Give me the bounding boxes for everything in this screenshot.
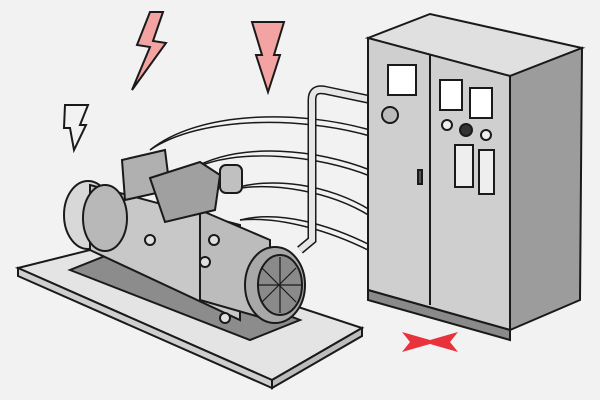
generator-motor: [63, 148, 306, 342]
down-arrow-icon: [250, 21, 286, 96]
knob: [381, 106, 399, 124]
control-cabinet: [364, 12, 586, 342]
lightning-icon: [131, 11, 168, 91]
meter-display: [469, 87, 493, 119]
bowtie-marker-icon: [402, 332, 458, 352]
meter-display: [439, 79, 463, 111]
cables: [149, 116, 371, 252]
lightning-outline-icon: [62, 104, 90, 154]
meter-display: [387, 64, 417, 96]
